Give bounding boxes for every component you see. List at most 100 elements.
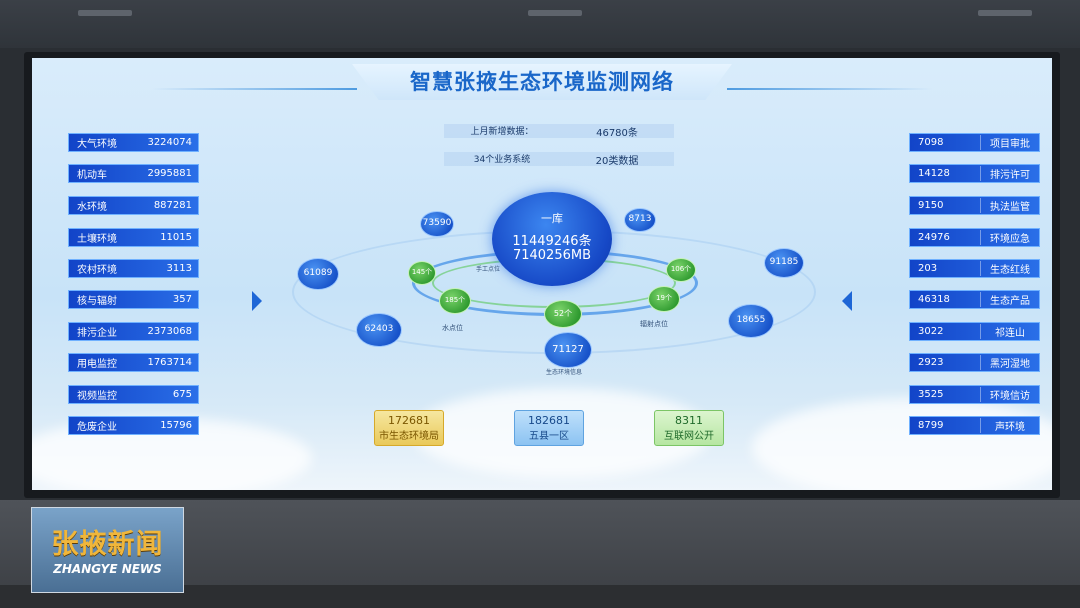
node[interactable]: 62403	[356, 313, 402, 347]
logo-chinese: 张掖新闻	[51, 529, 164, 560]
item-label: 项目审批	[980, 135, 1039, 150]
node-value: 145个	[411, 268, 433, 276]
node[interactable]: 91185	[764, 248, 804, 278]
right-item[interactable]: 7098 项目审批	[909, 133, 1040, 152]
item-value: 3113	[166, 263, 192, 274]
node[interactable]: 52个	[544, 300, 582, 328]
stat-value: 46780条	[596, 128, 638, 139]
left-item[interactable]: 核与辐射 357	[68, 290, 199, 309]
item-label: 视频监控	[77, 391, 117, 402]
left-item[interactable]: 视频监控 675	[68, 385, 199, 404]
box-value: 182681	[528, 414, 570, 427]
item-label: 大气环境	[77, 139, 117, 150]
bottom-box-counties[interactable]: 182681 五县一区	[514, 410, 584, 446]
title-line-right	[727, 88, 932, 90]
item-label: 排污许可	[980, 166, 1039, 181]
node[interactable]: 73590	[420, 211, 454, 237]
item-label: 黑河湿地	[980, 355, 1039, 370]
left-item[interactable]: 排污企业 2373068	[68, 322, 199, 341]
bottom-box-internet[interactable]: 8311 互联网公开	[654, 410, 724, 446]
core-records: 11449246条	[512, 234, 592, 249]
node-value: 62403	[364, 324, 394, 334]
floor	[0, 585, 1080, 608]
core-database[interactable]: 一库 11449246条 7140256MB	[492, 192, 612, 286]
item-label: 核与辐射	[77, 296, 117, 307]
item-value: 7098	[918, 137, 944, 148]
node-value: 71127	[552, 344, 584, 355]
item-label: 生态红线	[980, 261, 1039, 276]
item-value: 8799	[918, 420, 944, 431]
item-label: 土壤环境	[77, 234, 117, 245]
ceiling-light	[528, 10, 582, 16]
core-title: 一库	[541, 212, 563, 225]
stat-value: 20类数据	[595, 156, 639, 167]
node[interactable]: 8713	[624, 208, 656, 232]
left-arrow-icon[interactable]	[252, 291, 262, 311]
node[interactable]: 71127	[544, 332, 592, 368]
item-label: 危废企业	[77, 422, 117, 433]
node[interactable]: 61089	[297, 258, 339, 290]
right-arrow-icon[interactable]	[842, 291, 852, 311]
channel-logo: 张掖新闻 ZHANGYE NEWS	[31, 507, 184, 593]
page-title: 智慧张掖生态环境监测网络	[410, 70, 674, 94]
bottom-box-city[interactable]: 172681 市生态环境局	[374, 410, 444, 446]
item-value: 357	[172, 294, 192, 305]
box-label: 互联网公开	[664, 431, 714, 442]
node[interactable]: 145个	[408, 261, 436, 285]
node-value: 61089	[303, 268, 333, 278]
node-value: 19个	[656, 294, 672, 302]
node[interactable]: 18655	[728, 304, 774, 338]
stat-label: 34个业务系统	[473, 155, 531, 165]
item-value: 2923	[918, 357, 944, 368]
node[interactable]: 106个	[666, 258, 696, 282]
item-value: 9150	[918, 200, 944, 211]
item-value: 11015	[160, 232, 192, 243]
item-value: 1763714	[147, 357, 192, 368]
core-size: 7140256MB	[512, 248, 592, 263]
left-item[interactable]: 危废企业 15796	[68, 416, 199, 435]
node[interactable]: 19个	[648, 286, 680, 312]
item-label: 排污企业	[77, 328, 117, 339]
node-caption: 手工点位	[476, 266, 501, 273]
dashboard-screen: 智慧张掖生态环境监测网络 上月新增数据： 46780条 34个业务系统 20类数…	[32, 58, 1052, 490]
right-item[interactable]: 2923 黑河湿地	[909, 353, 1040, 372]
item-label: 用电监控	[77, 359, 117, 370]
item-label: 农村环境	[77, 265, 117, 276]
item-value: 24976	[918, 232, 950, 243]
item-value: 15796	[160, 420, 192, 431]
logo-english: ZHANGYE NEWS	[53, 562, 162, 576]
item-value: 2995881	[147, 168, 192, 179]
node-value: 18655	[736, 315, 766, 325]
node-value: 52个	[553, 309, 573, 318]
right-item[interactable]: 203 生态红线	[909, 259, 1040, 278]
cloud	[752, 398, 1052, 490]
item-value: 887281	[153, 200, 192, 211]
right-item[interactable]: 8799 声环境	[909, 416, 1040, 435]
item-value: 203	[918, 263, 938, 274]
item-value: 2373068	[147, 326, 192, 337]
box-label: 五县一区	[529, 431, 569, 442]
left-item[interactable]: 用电监控 1763714	[68, 353, 199, 372]
item-label: 声环境	[980, 418, 1039, 433]
node[interactable]: 185个	[439, 288, 471, 314]
stat-systems: 34个业务系统 20类数据	[444, 152, 674, 167]
left-item[interactable]: 农村环境 3113	[68, 259, 199, 278]
title-line-left	[152, 88, 357, 90]
item-value: 675	[172, 389, 192, 400]
node-value: 91185	[769, 257, 799, 267]
item-value: 3525	[918, 389, 944, 400]
node-value: 8713	[628, 214, 652, 224]
stat-new-data: 上月新增数据： 46780条	[444, 124, 674, 139]
left-item[interactable]: 土壤环境 11015	[68, 228, 199, 247]
ceiling-light	[78, 10, 132, 16]
box-label: 市生态环境局	[379, 431, 439, 442]
